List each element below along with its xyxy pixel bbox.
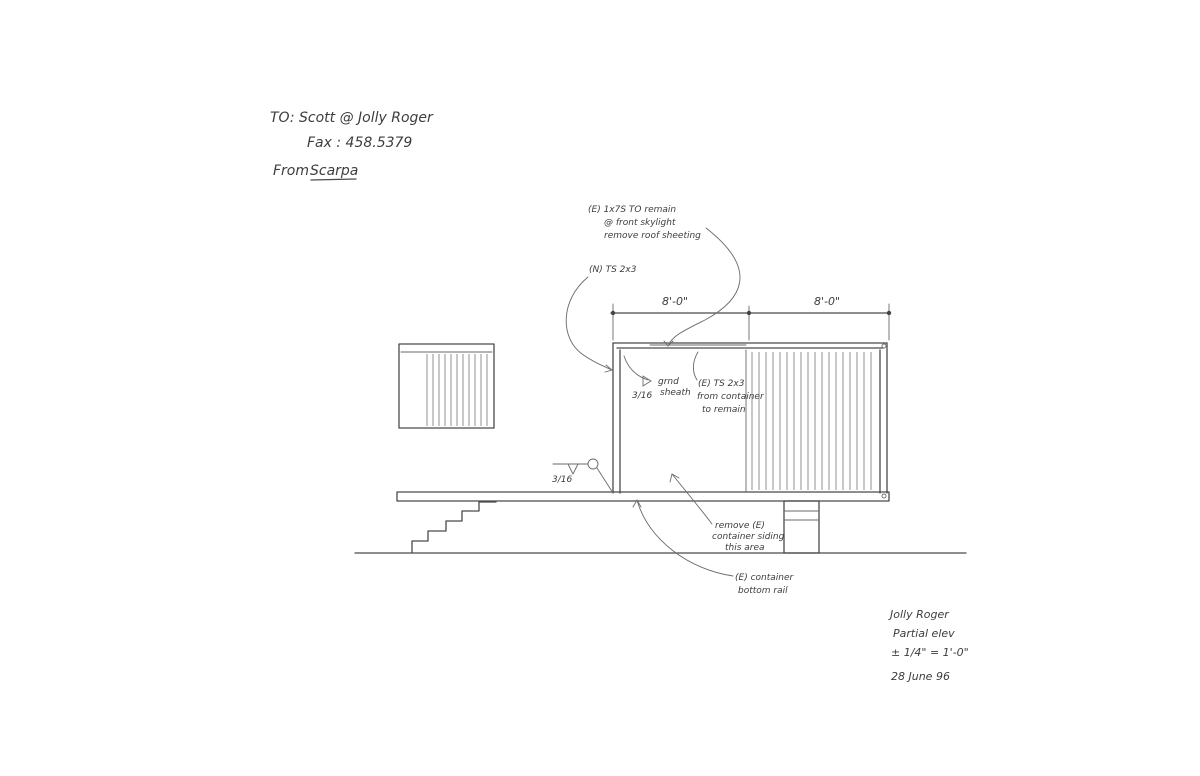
from-name-underline bbox=[310, 178, 357, 181]
svg-text:(E) TS 2x3: (E) TS 2x3 bbox=[698, 379, 745, 389]
svg-text:grnd: grnd bbox=[658, 377, 679, 387]
fax-line: Fax : 458.5379 bbox=[307, 135, 412, 151]
sheet-name: Partial elev bbox=[893, 627, 955, 640]
support-pier bbox=[783, 500, 820, 554]
svg-text:(E) 1x7S TO remain: (E) 1x7S TO remain bbox=[588, 205, 676, 215]
date-label: 28 June 96 bbox=[891, 670, 950, 683]
container-siding-hatching bbox=[751, 352, 872, 490]
skylight-leader bbox=[667, 227, 741, 347]
to-line: TO: Scott @ Jolly Roger bbox=[270, 110, 434, 126]
ets-note: (E) TS 2x3 from container to remain bbox=[692, 351, 765, 415]
svg-text:@ front skylight: @ front skylight bbox=[604, 218, 676, 228]
container-elevation bbox=[612, 342, 888, 499]
left-window-hatching bbox=[426, 354, 488, 426]
dimension-right-label: 8'-0" bbox=[814, 295, 840, 308]
project-name: Jolly Roger bbox=[888, 608, 950, 621]
scale-label: ± 1/4" = 1'-0" bbox=[891, 646, 969, 659]
bottom-rail-note: (E) container bottom rail bbox=[632, 499, 795, 596]
dimension-line: 8'-0" 8'-0" bbox=[610, 295, 892, 341]
dimension-left-label: 8'-0" bbox=[662, 295, 688, 308]
corner-casting-bottom bbox=[881, 493, 887, 499]
skylight-note: (E) 1x7S TO remain @ front skylight remo… bbox=[588, 205, 741, 347]
remove-leader bbox=[671, 473, 713, 525]
ts-note: (N) TS 2x3 bbox=[565, 265, 637, 373]
stairs bbox=[411, 501, 497, 554]
deck-slab bbox=[396, 491, 890, 502]
svg-text:remove (E): remove (E) bbox=[715, 521, 765, 531]
grnd-sheath-note: grnd sheath 3/16 bbox=[623, 355, 691, 401]
fraction-label: 3/16 bbox=[632, 391, 652, 401]
fax-header: TO: Scott @ Jolly Roger Fax : 458.5379 F… bbox=[270, 110, 434, 181]
svg-text:(E) container: (E) container bbox=[735, 573, 795, 583]
svg-text:3/16: 3/16 bbox=[552, 475, 572, 485]
title-block: Jolly Roger Partial elev ± 1/4" = 1'-0" … bbox=[888, 608, 969, 683]
from-name: Scarpa bbox=[310, 163, 358, 179]
svg-text:remove roof sheeting: remove roof sheeting bbox=[604, 231, 701, 241]
left-window bbox=[398, 343, 495, 429]
svg-text:to remain: to remain bbox=[702, 405, 746, 415]
svg-text:from container: from container bbox=[697, 392, 765, 402]
weld-symbol: 3/16 bbox=[552, 458, 614, 494]
ts-leader bbox=[565, 276, 613, 371]
svg-text:sheath: sheath bbox=[660, 388, 691, 398]
svg-text:container siding: container siding bbox=[712, 532, 785, 542]
rail-leader bbox=[636, 499, 734, 577]
corner-casting-top bbox=[881, 343, 887, 349]
svg-text:(N) TS 2x3: (N) TS 2x3 bbox=[589, 265, 637, 275]
svg-text:this area: this area bbox=[725, 543, 765, 553]
svg-text:bottom rail: bottom rail bbox=[738, 586, 788, 596]
remove-siding-note: remove (E) container siding this area bbox=[669, 473, 785, 553]
from-label: From bbox=[273, 163, 309, 179]
